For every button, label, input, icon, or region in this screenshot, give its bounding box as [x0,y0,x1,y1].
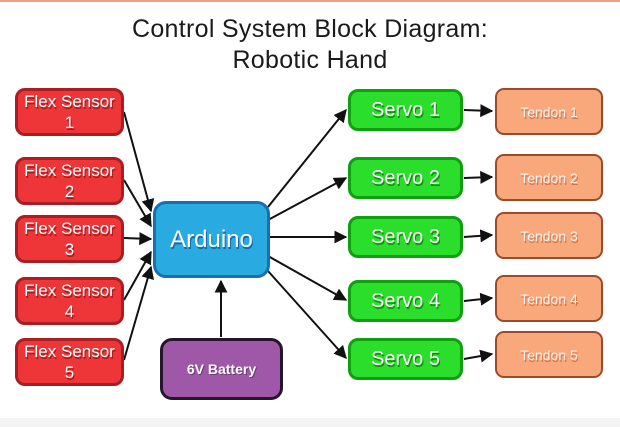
connector-flex5-arduino [123,265,154,361]
node-flex-sensor-2: Flex Sensor 2 [15,157,124,205]
node-servo-4: Servo 4 [348,280,463,322]
node-flex-sensor-4: Flex Sensor 4 [15,277,124,325]
connector-servo2-tendon2 [463,170,494,184]
node-arduino: Arduino [153,201,270,278]
node-tendon-4: Tendon 4 [495,275,603,322]
connector-servo4-tendon4 [463,292,494,306]
connector-arduino-servo5 [267,270,347,359]
node-flex-sensor-1: Flex Sensor 1 [15,88,124,136]
node-servo-1: Servo 1 [348,89,463,131]
title-line-1: Control System Block Diagram: [131,15,489,43]
page-title: Control System Block Diagram: Robotic Ha… [0,14,620,76]
bottom-strip [0,418,620,427]
connector-flex4-arduino [123,250,152,301]
connector-flex2-arduino [123,179,152,228]
connector-servo1-tendon1 [463,104,494,118]
node-flex-sensor-3: Flex Sensor 3 [15,215,124,263]
top-divider [0,0,620,2]
connector-arduino-servo4 [267,255,348,301]
connector-servo5-tendon5 [463,349,494,363]
node-servo-5: Servo 5 [348,338,463,380]
connector-arduino-servo2 [267,177,348,221]
connector-arduino-servo1 [267,108,347,208]
node-battery: 6V Battery [160,338,283,400]
title-line-2: Robotic Hand [232,46,388,74]
node-flex-sensor-5: Flex Sensor 5 [15,338,124,386]
node-servo-2: Servo 2 [348,157,463,199]
node-servo-3: Servo 3 [348,216,463,258]
node-tendon-3: Tendon 3 [495,212,603,259]
node-tendon-5: Tendon 5 [495,331,603,378]
connector-flex1-arduino [123,111,155,213]
node-tendon-1: Tendon 1 [495,88,603,135]
connector-servo3-tendon3 [463,229,494,243]
connector-flex3-arduino [123,232,153,246]
node-tendon-2: Tendon 2 [495,154,603,201]
